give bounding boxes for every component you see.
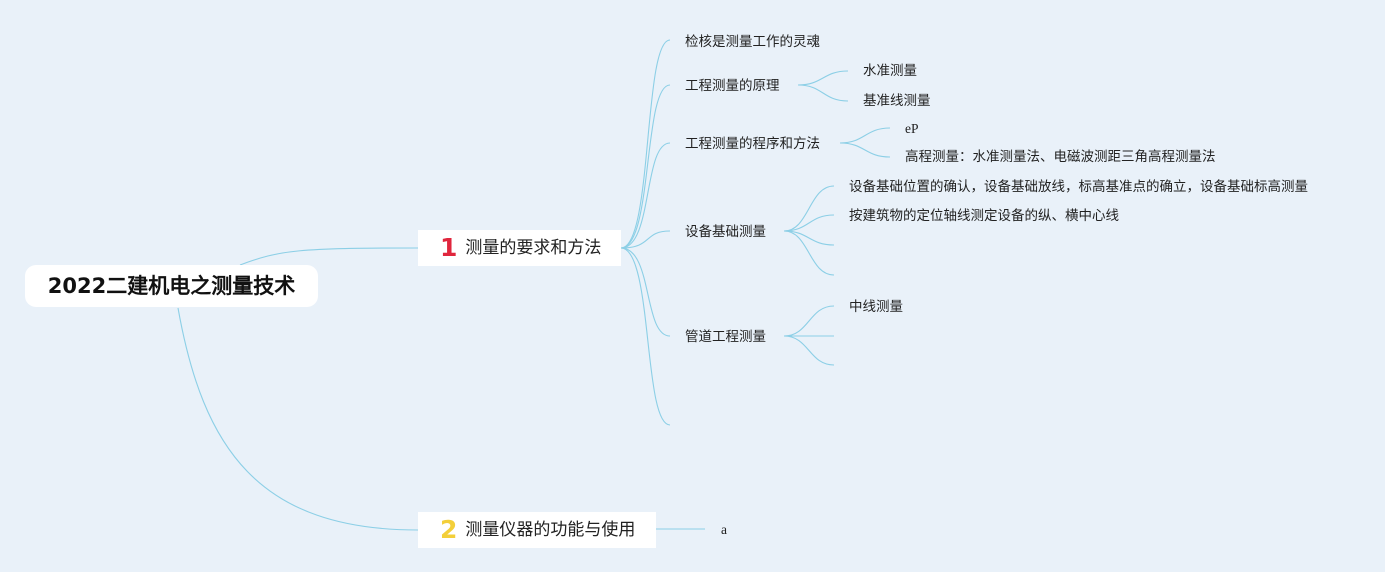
main-topic-1[interactable]: 1 测量的要求和方法: [418, 230, 621, 266]
subtopic-procedure[interactable]: 工程测量的程序和方法: [685, 135, 820, 153]
link-sub-pipeline: [620, 247, 671, 337]
main-topic-1-label: 测量的要求和方法: [465, 238, 602, 257]
leaf-baseline[interactable]: 基准线测量: [863, 92, 931, 110]
subtopic-label: 工程测量的原理: [685, 78, 780, 93]
leaf-foundation-steps[interactable]: 设备基础位置的确认，设备基础放线，标高基准点的确立，设备基础标高测量: [849, 178, 1308, 196]
link-leaf-pipeline-2: [783, 335, 835, 366]
main-topic-2-label: 测量仪器的功能与使用: [465, 520, 636, 539]
subtopic-checking[interactable]: 检核是测量工作的灵魂: [685, 33, 820, 51]
link-leaf-ep: [839, 127, 891, 144]
leaf-label: 高程测量：水准测量法、电磁波测距三角高程测量法: [905, 149, 1216, 164]
link-sub-procedure: [620, 142, 671, 249]
leaf-centerline-survey[interactable]: 中线测量: [849, 298, 903, 316]
link-leaf-baseline: [797, 84, 849, 102]
leaf-label: 水准测量: [863, 63, 917, 78]
leaf-label: 基准线测量: [863, 93, 931, 108]
leaf-a[interactable]: a: [721, 521, 727, 539]
root-topic[interactable]: 2022二建机电之测量技术: [25, 265, 318, 307]
subtopic-label: 检核是测量工作的灵魂: [685, 34, 820, 49]
link-leaf-elevation: [839, 142, 891, 158]
subtopic-principle[interactable]: 工程测量的原理: [685, 77, 780, 95]
subtopic-label: 管道工程测量: [685, 329, 766, 344]
topic-number-2-icon: 2: [440, 514, 458, 544]
leaf-label: 中线测量: [849, 299, 903, 314]
link-leaf-pipeline-0: [783, 305, 835, 337]
link-sub-principle: [620, 84, 671, 249]
subtopic-pipeline[interactable]: 管道工程测量: [685, 328, 766, 346]
root-topic-label: 2022二建机电之测量技术: [47, 274, 296, 298]
link-sub-empty: [620, 247, 671, 426]
leaf-label: 设备基础位置的确认，设备基础放线，标高基准点的确立，设备基础标高测量: [849, 179, 1308, 194]
leaf-label: 按建筑物的定位轴线测定设备的纵、横中心线: [849, 208, 1119, 223]
leaf-label: a: [721, 522, 727, 537]
link-leaf-leveling: [797, 70, 849, 86]
link-leaf-foundation-0: [783, 185, 835, 232]
link-root-topic1: [239, 247, 419, 266]
link-leaf-foundation-3: [783, 230, 835, 276]
leaf-label: eP: [905, 121, 919, 136]
leaf-elevation[interactable]: 高程测量：水准测量法、电磁波测距三角高程测量法: [905, 148, 1216, 166]
leaf-ep[interactable]: eP: [905, 120, 919, 138]
subtopic-equipment-foundation[interactable]: 设备基础测量: [685, 223, 766, 241]
link-sub-checking: [620, 39, 671, 249]
topic-number-1-icon: 1: [440, 232, 458, 262]
leaf-axis-centerline[interactable]: 按建筑物的定位轴线测定设备的纵、横中心线: [849, 207, 1119, 225]
link-leaf-foundation-2: [783, 230, 835, 246]
subtopic-label: 工程测量的程序和方法: [685, 136, 820, 151]
link-leaf-foundation-1: [783, 214, 835, 232]
link-sub-foundation: [620, 230, 671, 249]
subtopic-label: 设备基础测量: [685, 224, 766, 239]
link-root-topic2: [177, 307, 419, 531]
leaf-leveling[interactable]: 水准测量: [863, 62, 917, 80]
main-topic-2[interactable]: 2 测量仪器的功能与使用: [418, 512, 656, 548]
